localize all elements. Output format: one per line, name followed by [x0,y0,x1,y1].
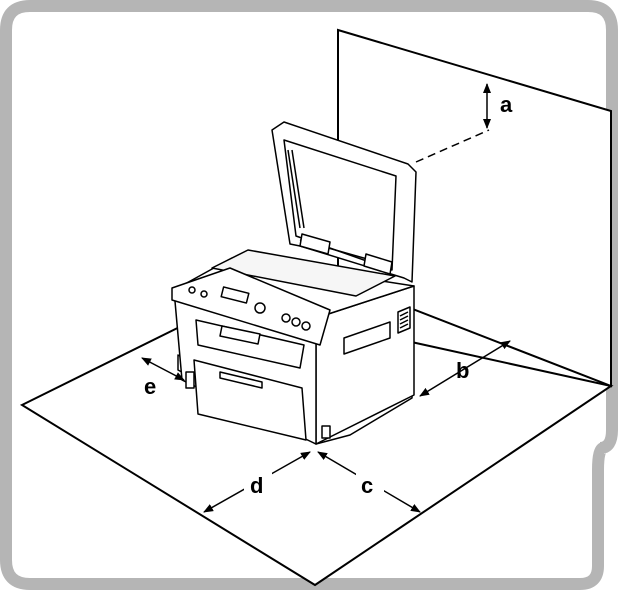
dimension-arrow-e [141,357,185,381]
label-d: d [250,473,263,498]
outer-frame-bottom [0,559,300,590]
label-a: a [500,92,513,117]
printer-illustration [171,121,417,445]
label-e: e [144,374,156,399]
label-b: b [456,358,469,383]
outer-frame-left [0,0,31,560]
frame-corner-notch [560,442,607,590]
label-c: c [361,473,373,498]
dimension-arrow-b [419,340,511,397]
outer-frame [30,0,618,430]
lid-guide-dashed [415,129,490,163]
frame-corner-notch-top [599,429,618,454]
